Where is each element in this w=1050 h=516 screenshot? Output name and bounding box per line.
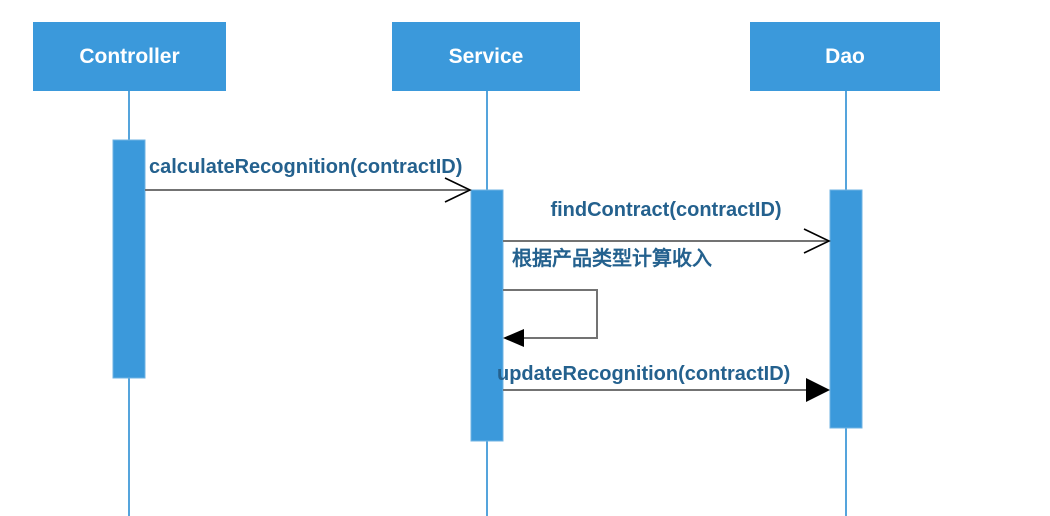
actor-label-dao: Dao <box>825 44 865 68</box>
self-message-loop-service <box>503 289 598 339</box>
message-label-self-calculation: 根据产品类型计算收入 <box>512 248 712 270</box>
message-label-find-contract: findContract(contractID) <box>550 199 782 221</box>
filled-arrowhead-self-message <box>503 329 524 347</box>
open-arrowhead-find-contract <box>803 228 831 254</box>
message-label-update-recognition: updateRecognition(contractID) <box>497 363 791 385</box>
message-label-calculate-recognition: calculateRecognition(contractID) <box>149 156 463 178</box>
activation-bar-service <box>470 189 504 442</box>
actor-box-dao: Dao <box>750 22 940 91</box>
filled-arrowhead-update-recognition <box>806 378 830 402</box>
open-arrowhead-calculate-recognition <box>444 177 472 203</box>
actor-label-service: Service <box>448 44 524 68</box>
activation-bar-controller <box>112 139 146 379</box>
actor-box-service: Service <box>392 22 580 91</box>
actor-box-controller: Controller <box>33 22 226 91</box>
actor-label-controller: Controller <box>79 44 180 68</box>
activation-bar-dao <box>829 189 863 429</box>
